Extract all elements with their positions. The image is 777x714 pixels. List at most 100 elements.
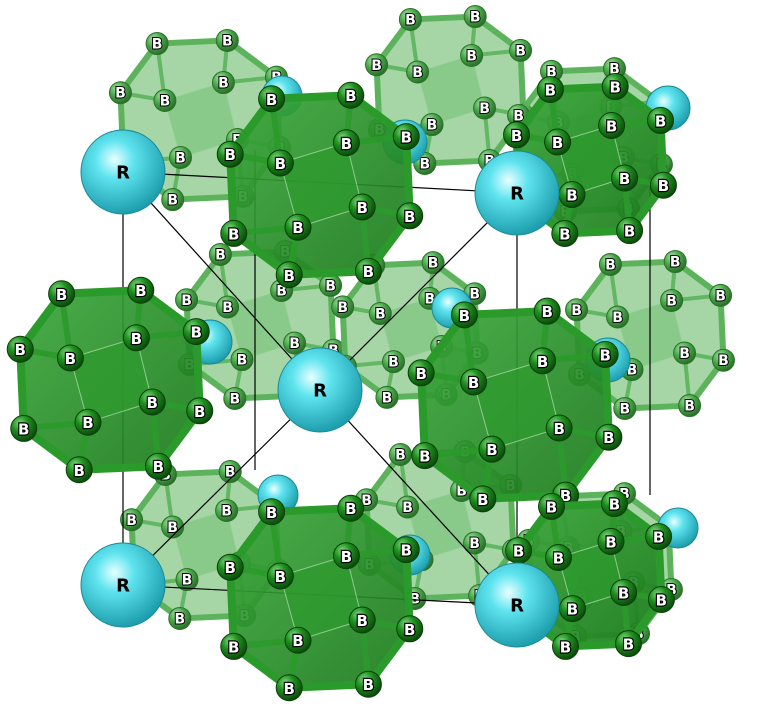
- boron-atom: B: [365, 53, 389, 77]
- rare-earth-atom-label: R: [116, 576, 130, 597]
- boron-atom: B: [120, 508, 144, 532]
- boron-atom-label: B: [559, 225, 570, 243]
- boron-atom: B: [161, 515, 185, 539]
- boron-atom: B: [215, 28, 239, 52]
- boron-atom-label: B: [412, 65, 423, 81]
- boron-atom-label: B: [401, 542, 412, 560]
- boron-atom: B: [649, 171, 677, 199]
- boron-atom: B: [354, 670, 382, 698]
- boron-atom-label: B: [225, 559, 236, 577]
- boron-atom: B: [396, 615, 424, 643]
- boron-atom-label: B: [679, 346, 690, 362]
- boron-atom: B: [529, 347, 557, 375]
- boron-atom-label: B: [371, 58, 382, 74]
- boron-atom-label: B: [553, 420, 564, 438]
- boron-atom-label: B: [115, 86, 126, 102]
- boron-atom: B: [56, 344, 84, 372]
- boron-atom-label: B: [623, 636, 634, 654]
- boron-atom: B: [559, 595, 586, 623]
- boron-atom-label: B: [283, 680, 294, 698]
- boron-atom-label: B: [513, 543, 524, 561]
- boron-atom-label: B: [666, 293, 677, 309]
- boron-atom: B: [220, 219, 248, 247]
- boron-atom: B: [610, 579, 638, 606]
- rare-earth-atom-label: R: [510, 184, 524, 205]
- boron-atom-label: B: [541, 303, 552, 321]
- boron-atom-label: B: [218, 76, 229, 92]
- boron-atom-label: B: [715, 288, 726, 304]
- boron-atom-label: B: [341, 135, 352, 153]
- boron-atom: B: [647, 106, 675, 134]
- boron-atom: B: [460, 368, 488, 396]
- boron-atom: B: [450, 301, 478, 329]
- boron-atom: B: [145, 32, 169, 56]
- boron-atom: B: [211, 71, 235, 95]
- boron-atom: B: [392, 536, 420, 564]
- boron-atom-label: B: [191, 324, 202, 342]
- boron-atom: B: [215, 498, 239, 522]
- boron-atom: B: [331, 295, 355, 319]
- boron-atom: B: [6, 335, 34, 363]
- boron-atom: B: [275, 261, 303, 289]
- boron-atom-label: B: [479, 101, 490, 117]
- rare-earth-atom: R: [277, 347, 363, 433]
- boron-atom: B: [392, 123, 420, 151]
- boron-atom-label: B: [363, 263, 374, 281]
- boron-atom-label: B: [222, 300, 233, 316]
- boron-atom-label: B: [266, 504, 277, 522]
- boron-atom: B: [509, 38, 533, 62]
- boron-atom: B: [463, 5, 487, 29]
- boron-atom-label: B: [404, 621, 415, 639]
- boron-atom-label: B: [553, 550, 564, 568]
- boron-atom-label: B: [515, 43, 526, 59]
- boron-atom-label: B: [388, 355, 399, 371]
- boron-atom-label: B: [18, 420, 29, 438]
- boron-atom-label: B: [357, 199, 368, 217]
- boron-atom-label: B: [275, 155, 286, 173]
- boron-atom-label: B: [153, 458, 164, 476]
- boron-atom-label: B: [419, 448, 430, 466]
- boron-atom-label: B: [194, 403, 205, 421]
- boron-atom-label: B: [599, 346, 610, 364]
- boron-atom: B: [396, 202, 424, 230]
- rare-earth-atom: R: [474, 562, 560, 648]
- boron-atom-label: B: [292, 632, 303, 650]
- boron-atom: B: [153, 89, 177, 112]
- b-b-bond: [460, 307, 552, 319]
- boron-atom: B: [606, 305, 630, 329]
- boron-atom-label: B: [567, 601, 578, 619]
- boron-atom: B: [615, 630, 642, 658]
- boron-atom-label: B: [560, 638, 571, 656]
- boron-atom: B: [186, 397, 214, 425]
- boron-atom: B: [375, 385, 399, 409]
- boron-atom: B: [552, 632, 579, 660]
- boron-atom: B: [407, 359, 435, 387]
- rare-earth-atom: R: [474, 150, 560, 236]
- boron-atom: B: [332, 542, 360, 570]
- boron-atom-label: B: [375, 307, 386, 323]
- boron-atom: B: [266, 149, 294, 177]
- boron-atom-label: B: [228, 225, 239, 243]
- boron-atom-label: B: [612, 310, 623, 326]
- boron-atom-label: B: [546, 498, 557, 516]
- boron-atom: B: [611, 164, 639, 192]
- boron-atom-label: B: [152, 37, 163, 53]
- boron-atom-label: B: [459, 307, 470, 325]
- boron-atom-label: B: [605, 257, 616, 273]
- boron-atom-label: B: [513, 109, 524, 125]
- boron-atom: B: [223, 386, 247, 410]
- boron-atom: B: [144, 452, 172, 480]
- boron-atom: B: [216, 140, 244, 168]
- boron-atom-label: B: [609, 79, 620, 97]
- boron-atom: B: [613, 396, 637, 420]
- boron-atom: B: [396, 495, 420, 519]
- boron-atom-label: B: [402, 500, 413, 516]
- boron-atom: B: [337, 81, 365, 109]
- boron-atom: B: [10, 414, 38, 442]
- boron-atom: B: [398, 7, 422, 31]
- boron-atom: B: [673, 341, 697, 365]
- boron-atom-label: B: [357, 612, 368, 630]
